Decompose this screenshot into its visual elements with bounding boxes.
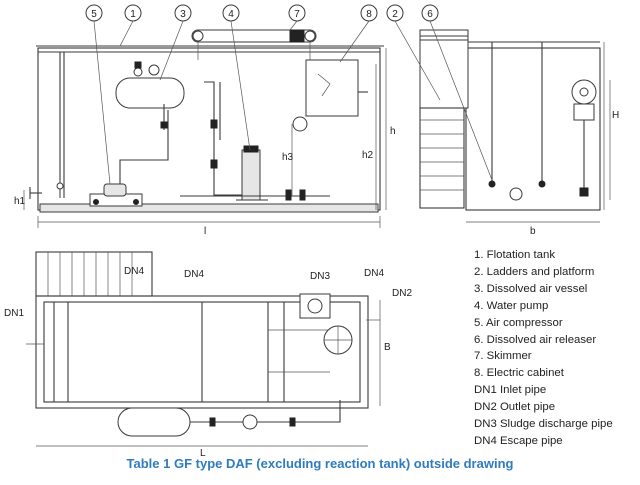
pipe-dn4-label: DN4 bbox=[364, 268, 384, 279]
callout-1: 1 bbox=[119, 4, 142, 47]
dim-l: l bbox=[204, 226, 206, 237]
dim-b: b bbox=[530, 226, 536, 237]
pipe-dn2-label: DN2 bbox=[392, 288, 412, 299]
side-elevation bbox=[419, 29, 611, 223]
legend-item: 3. Dissolved air vessel bbox=[474, 282, 588, 295]
front-elevation bbox=[23, 29, 387, 228]
dissolved-air-vessel bbox=[115, 61, 185, 130]
dim-h2: h2 bbox=[362, 150, 374, 161]
callout-8: 8 bbox=[339, 4, 378, 63]
water-pump bbox=[236, 145, 268, 201]
plan-view bbox=[26, 251, 381, 447]
pipe-dn1-label: DN1 bbox=[4, 308, 24, 319]
air-compressor bbox=[89, 183, 143, 207]
svg-text:4: 4 bbox=[228, 9, 234, 20]
pipe-dn3-label: DN3 bbox=[310, 271, 330, 282]
dim-h: h bbox=[390, 126, 396, 137]
legend-item: 1. Flotation tank bbox=[474, 249, 556, 261]
legend-list: 1. Flotation tank 2. Ladders and platfor… bbox=[474, 247, 613, 450]
pipe-dn4-label: DN4 bbox=[124, 266, 144, 277]
dim-h1: h1 bbox=[14, 196, 26, 207]
svg-text:5: 5 bbox=[91, 9, 97, 20]
legend-item: 8. Electric cabinet bbox=[474, 367, 564, 380]
legend-item: 2. Ladders and platform bbox=[474, 265, 595, 278]
svg-text:6: 6 bbox=[427, 9, 433, 20]
dim-h3: h3 bbox=[282, 152, 294, 163]
callout-6: 6 bbox=[421, 4, 493, 181]
callout-2: 2 bbox=[386, 4, 441, 101]
legend-item: 5. Air compressor bbox=[474, 316, 563, 329]
dim-H: H bbox=[612, 110, 619, 121]
callout-4: 4 bbox=[222, 4, 251, 151]
legend-item: DN3 Sludge discharge pipe bbox=[474, 418, 613, 431]
dim-B: B bbox=[384, 342, 391, 353]
svg-text:3: 3 bbox=[180, 9, 186, 20]
skimmer bbox=[191, 29, 317, 60]
figure-caption: Table 1 GF type DAF (excluding reaction … bbox=[126, 456, 514, 471]
callout-5: 5 bbox=[85, 4, 111, 185]
callout-3: 3 bbox=[159, 4, 192, 81]
svg-text:8: 8 bbox=[366, 9, 372, 20]
callout-7: 7 bbox=[288, 4, 306, 31]
legend-item: 6. Dissolved air releaser bbox=[474, 333, 597, 346]
pipe-dn4-label: DN4 bbox=[184, 269, 204, 280]
svg-text:7: 7 bbox=[294, 9, 300, 20]
legend-item: 7. Skimmer bbox=[474, 350, 532, 363]
svg-text:1: 1 bbox=[130, 9, 136, 20]
legend-item: DN2 Outlet pipe bbox=[474, 401, 556, 414]
legend-item: 4. Water pump bbox=[474, 299, 549, 312]
svg-text:2: 2 bbox=[392, 9, 398, 20]
electric-cabinet bbox=[292, 59, 368, 132]
dim-L: L bbox=[200, 448, 206, 459]
legend-item: DN1 Inlet pipe bbox=[474, 384, 547, 397]
legend-item: DN4 Escape pipe bbox=[474, 434, 563, 447]
